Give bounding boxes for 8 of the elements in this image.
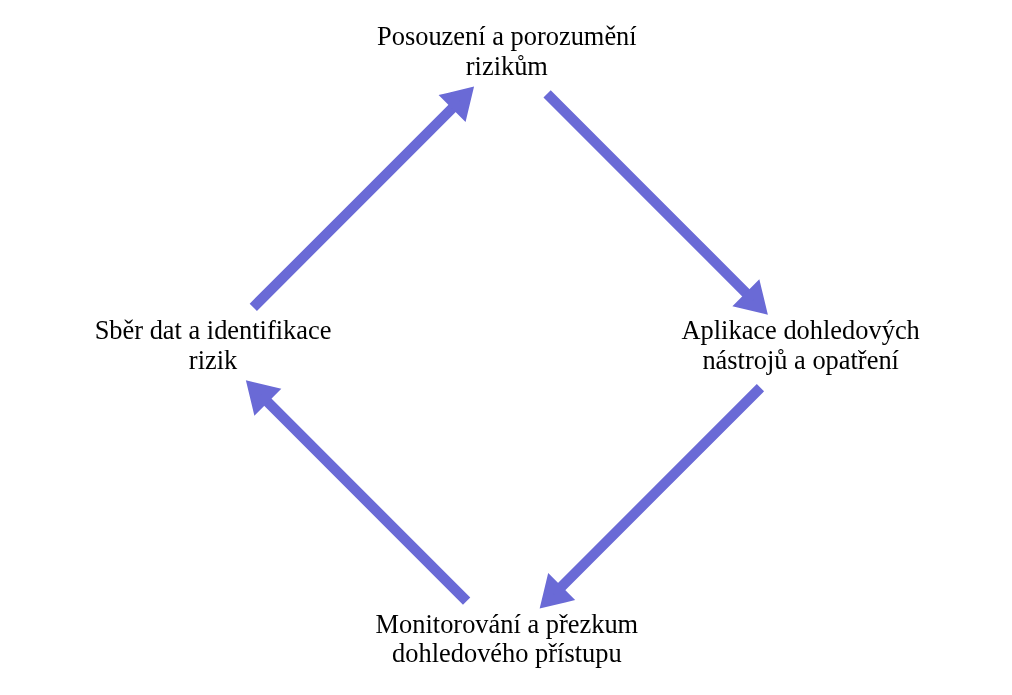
arrow xyxy=(542,90,768,315)
node-text: Sběr dat a identifikace rizik xyxy=(94,315,331,375)
node-text: Posouzení a porozumění rizikům xyxy=(376,21,637,81)
arrow xyxy=(539,384,764,609)
node-text: Monitorování a přezkum dohledového přístupu xyxy=(375,609,638,669)
arrow xyxy=(249,86,474,311)
arrow xyxy=(245,380,470,605)
node-text: Aplikace dohledových nástrojů a opatření xyxy=(681,315,920,375)
